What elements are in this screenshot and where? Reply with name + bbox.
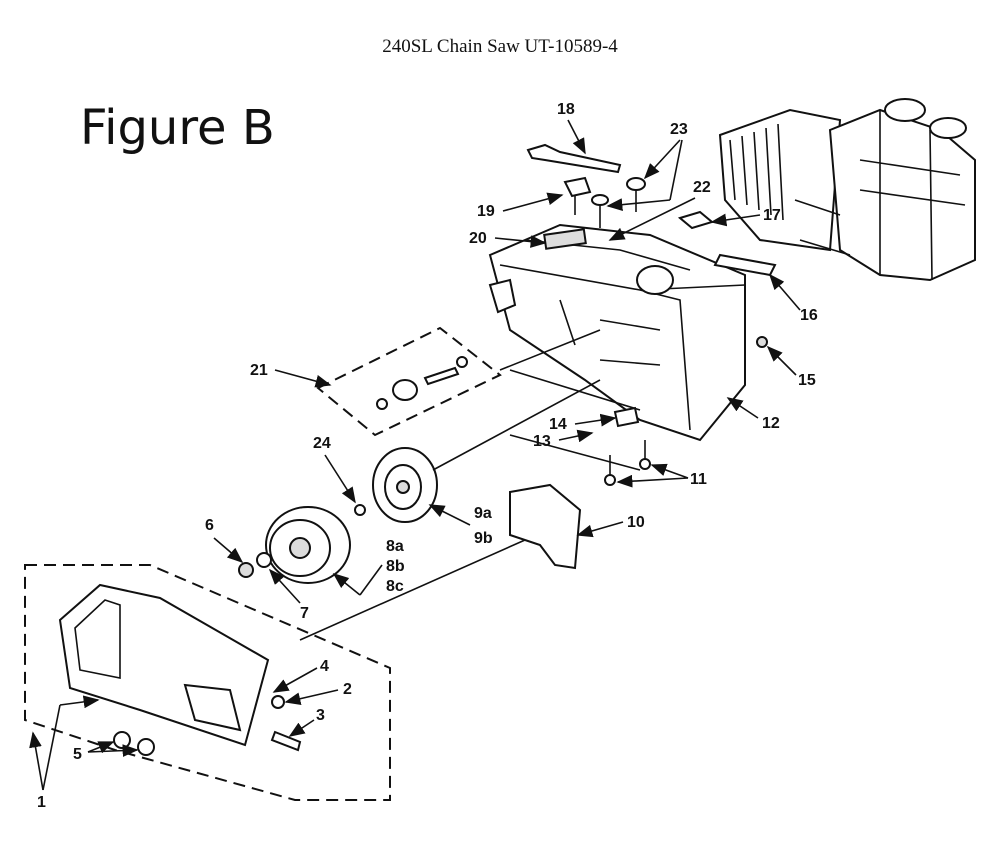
callout-3: 3 [316, 707, 325, 724]
callout-8a: 8a [386, 538, 404, 555]
callout-8c: 8c [386, 578, 404, 595]
callout-21: 21 [250, 362, 268, 379]
callout-12: 12 [762, 415, 780, 432]
callout-16: 16 [800, 307, 818, 324]
callout-13: 13 [533, 433, 551, 450]
callout-4: 4 [320, 658, 329, 675]
callout-22: 22 [693, 179, 711, 196]
callout-1: 1 [37, 794, 46, 811]
callout-9a: 9a [474, 505, 492, 522]
figure-label: Figure B [80, 100, 275, 156]
clutch-parts [238, 447, 438, 584]
callout-10: 10 [627, 514, 645, 531]
main-housing [488, 223, 746, 442]
callout-20: 20 [469, 230, 487, 247]
top-parts [526, 143, 777, 277]
callout-6: 6 [205, 517, 214, 534]
clutch-assembly-box [316, 326, 502, 437]
callout-19: 19 [477, 203, 495, 220]
callout-11: 11 [690, 471, 707, 488]
callout-15: 15 [798, 372, 816, 389]
guide-plate [509, 483, 582, 570]
engine-assembly [718, 98, 976, 282]
callout-24: 24 [313, 435, 331, 452]
clutch-cover-assembly [24, 564, 391, 801]
callout-2: 2 [343, 681, 352, 698]
callout-18: 18 [557, 101, 575, 118]
alignment-lines [299, 329, 646, 641]
callout-7: 7 [300, 605, 309, 622]
callout-8b: 8b [386, 558, 405, 575]
callout-5: 5 [73, 746, 82, 763]
page-title: 240SL Chain Saw UT-10589-4 [382, 36, 618, 57]
callout-17: 17 [763, 207, 781, 224]
callout-14: 14 [549, 416, 567, 433]
callout-23: 23 [670, 121, 688, 138]
callout-9b: 9b [474, 530, 493, 547]
callouts: 18 23 19 22 20 17 16 21 15 12 14 13 11 [29, 101, 818, 811]
